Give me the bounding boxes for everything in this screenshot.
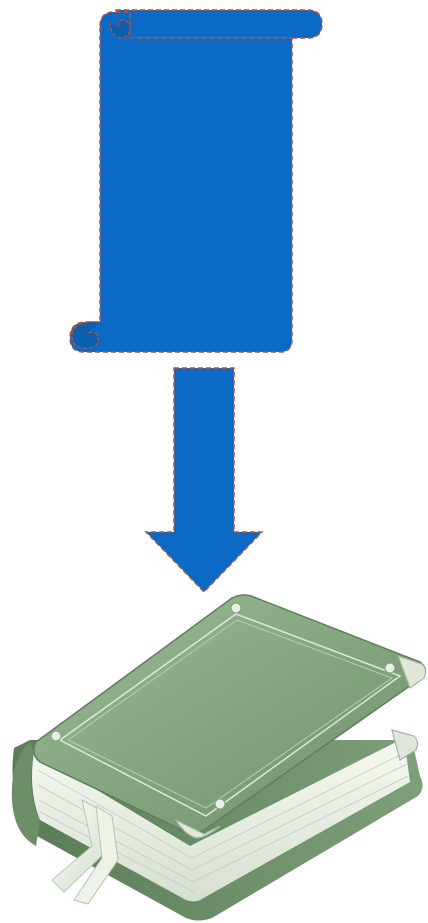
- scroll-bottom-curl: [71, 321, 101, 349]
- book-cover-frame: [58, 613, 402, 817]
- scroll-top-roll: [115, 9, 323, 39]
- arrow-down-icon: [144, 367, 264, 594]
- book-icon: [11, 594, 427, 921]
- arrow-shape: [144, 367, 264, 594]
- book-cover-frame-inner: [67, 619, 394, 809]
- book-pages-bottom: [32, 738, 410, 902]
- book-metal-corners: [174, 655, 427, 839]
- scroll-icon: [69, 9, 323, 353]
- scroll-body: [69, 11, 293, 353]
- book-frame-dots: [50, 602, 396, 810]
- book-ribbon-2: [73, 805, 119, 905]
- book-spine: [11, 742, 40, 846]
- scroll-top-curl: [109, 19, 131, 39]
